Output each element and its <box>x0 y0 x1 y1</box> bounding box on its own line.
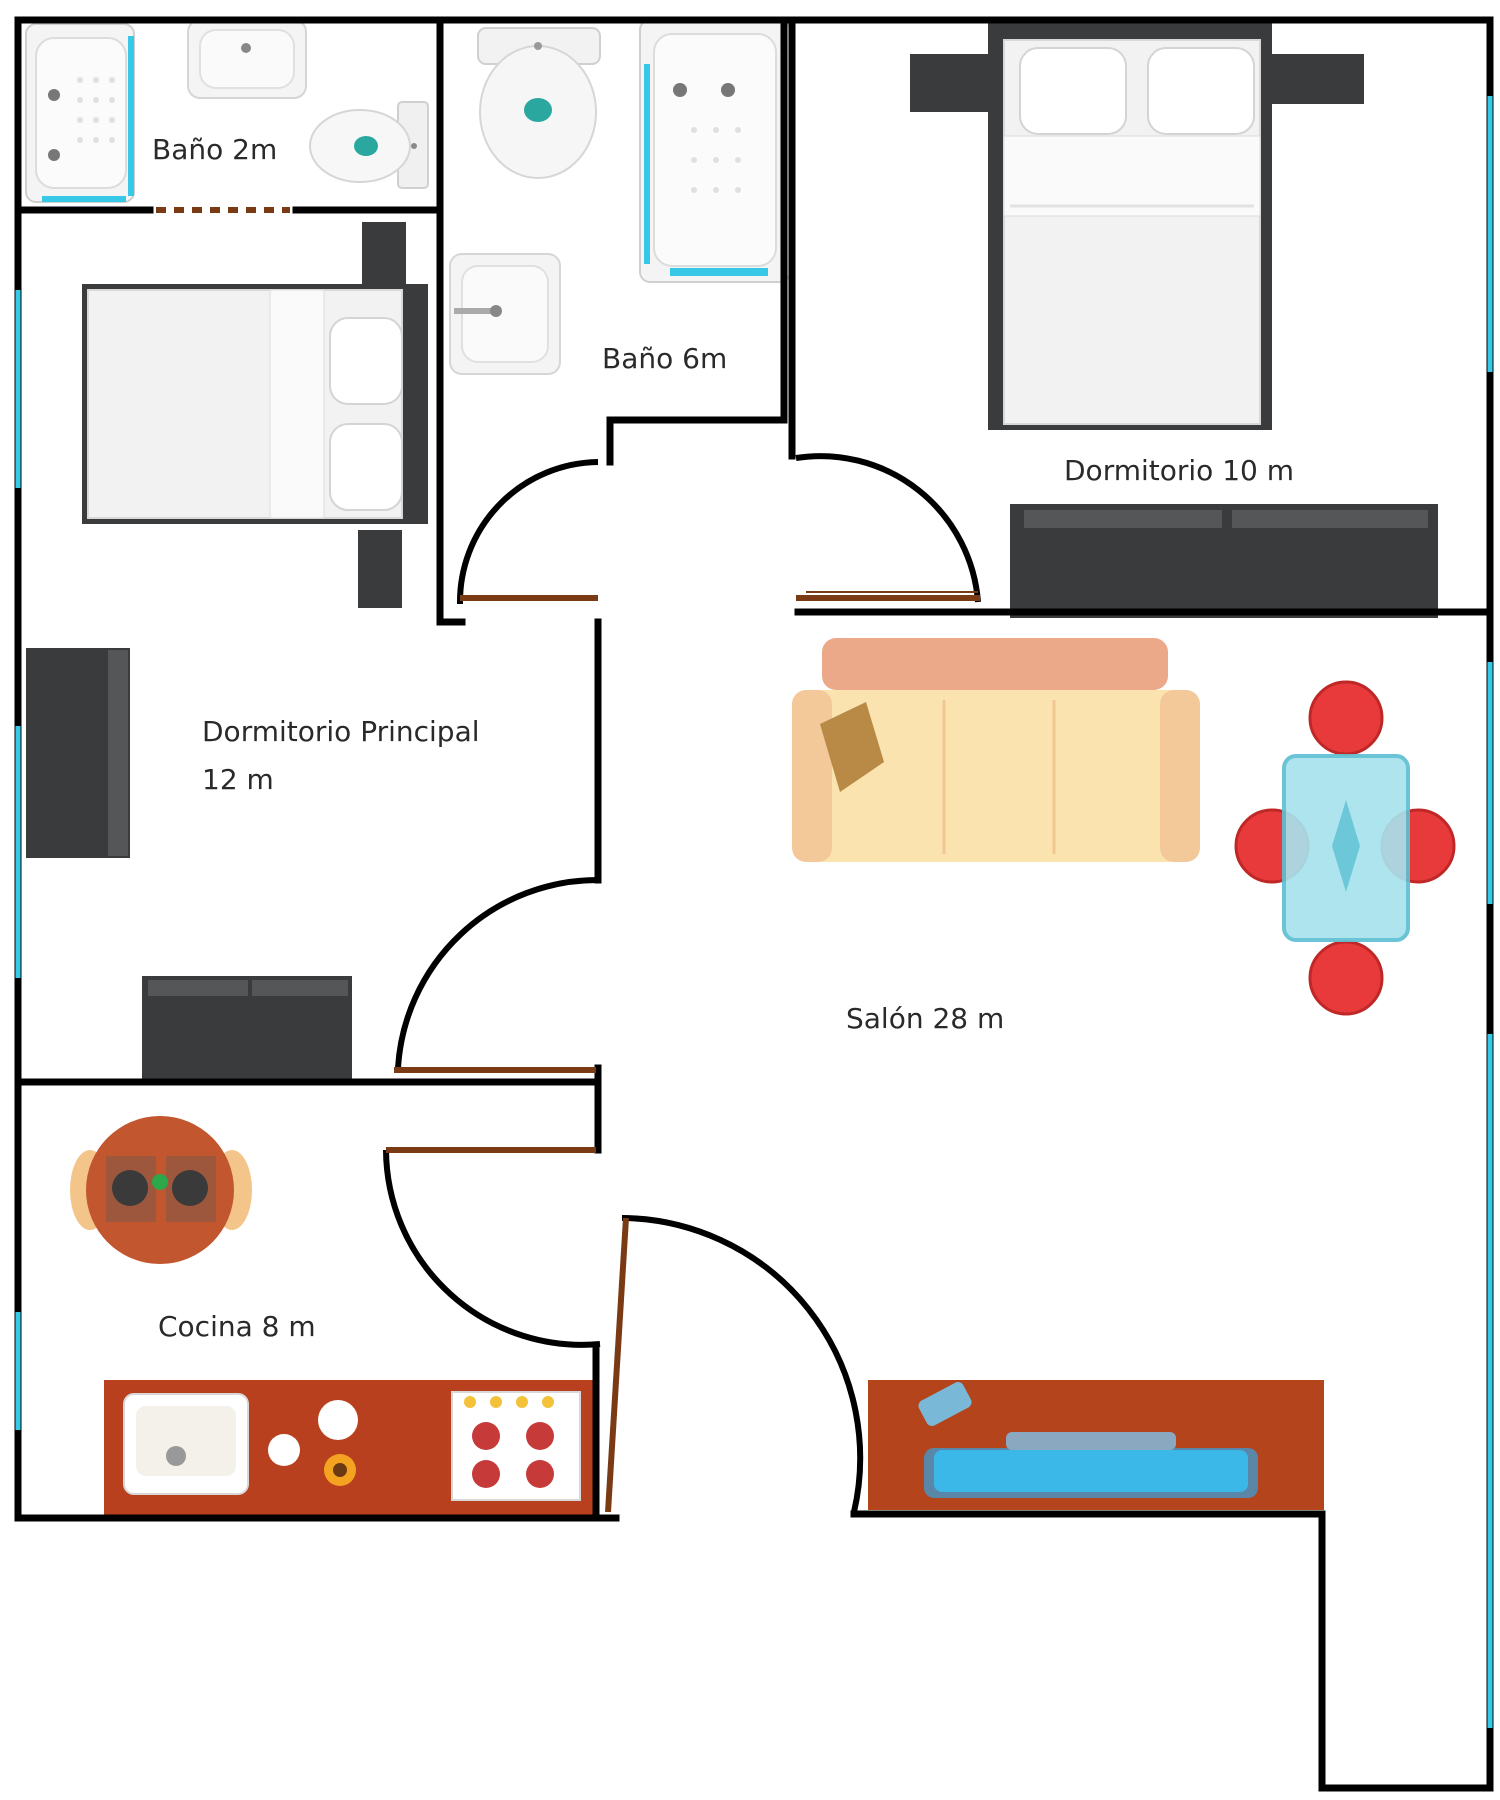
sink-bano-2 <box>187 19 307 99</box>
sink-bano-6 <box>449 253 561 375</box>
door-swing-dormitorio-principal <box>395 876 599 1069</box>
label-bano-6: Baño 6m <box>602 342 727 375</box>
dresser-dormitorio-principal <box>142 976 352 1082</box>
door-swing-entrance <box>621 1215 864 1513</box>
toilet-bano-6 <box>477 27 601 179</box>
door-swing-dormitorio-10 <box>795 453 981 603</box>
kitchen-table <box>70 1116 252 1264</box>
bathtub-bano-2 <box>25 23 135 203</box>
kitchen-counter <box>104 1380 594 1518</box>
door-swing-cocina <box>383 1149 601 1348</box>
label-cocina: Cocina 8 m <box>158 1310 316 1343</box>
label-bano-2: Baño 2m <box>152 133 277 166</box>
label-dormitorio-10: Dormitorio 10 m <box>1064 454 1294 487</box>
wardrobe-dormitorio-principal <box>26 648 130 858</box>
windows <box>15 96 1493 1728</box>
bed-dormitorio-10 <box>988 22 1272 430</box>
sofa <box>792 638 1200 862</box>
wardrobe-dormitorio-10 <box>1010 504 1438 618</box>
nightstands-dormitorio-principal <box>358 222 406 608</box>
label-salon: Salón 28 m <box>846 1002 1004 1035</box>
door-leaves <box>386 595 980 1513</box>
dining-set <box>1234 680 1456 1016</box>
tv-unit <box>868 1380 1324 1510</box>
label-dormitorio-principal: Dormitorio Principal <box>202 715 480 748</box>
bed-dormitorio-principal <box>82 284 428 524</box>
door-swing-bano-6 <box>456 459 599 605</box>
toilet-bano-2 <box>309 101 429 189</box>
shower-tray-bano-6 <box>639 19 791 283</box>
label-dormitorio-principal-area: 12 m <box>202 763 274 796</box>
